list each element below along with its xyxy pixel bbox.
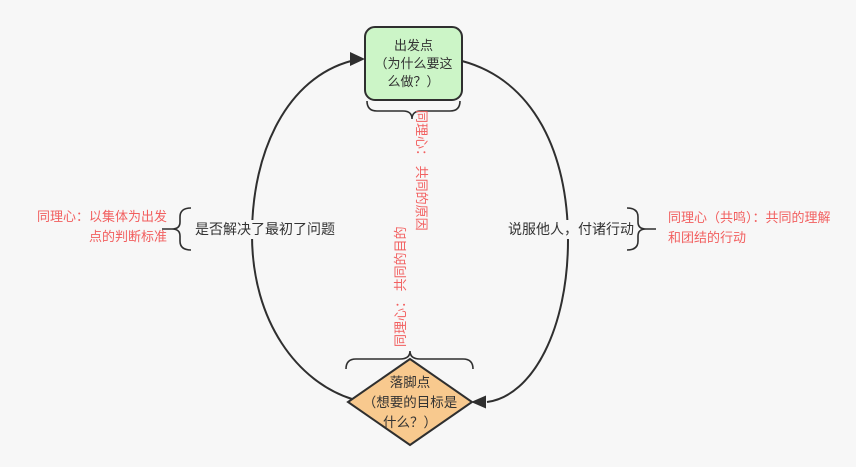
start-line-2: （为什么要这 (374, 55, 453, 71)
right-red-line-2: 和团结的行动 (668, 230, 747, 245)
arrowhead-into-goal-icon (471, 395, 486, 409)
goal-line-3: 什么？） (383, 415, 437, 430)
brace-right-label (626, 207, 656, 251)
goal-node-label: 落脚点 （想要的目标是 什么？） (346, 372, 474, 434)
start-line-3: 么做？） (387, 73, 440, 89)
top-vertical-line-1: 同理心： (414, 110, 429, 163)
right-edge-label: 说服他人，付诸行动 (506, 220, 636, 239)
left-red-annotation: 同理心：以集体为出发 点的判断标准 (29, 207, 167, 247)
bottom-vertical-line-2: 共同的目的 (393, 226, 408, 292)
arrowhead-into-start-icon (350, 52, 365, 66)
cycle-arc-right (461, 60, 570, 403)
left-red-line-2: 点的判断标准 (88, 229, 167, 244)
bottom-vertical-annotation: 同理心： 共同的目的 (391, 226, 429, 347)
left-red-line-1: 同理心：以集体为出发 (36, 209, 167, 224)
start-node-label: 出发点 （为什么要这 么做？） (365, 27, 462, 100)
left-edge-label: 是否解决了最初了问题 (193, 220, 337, 239)
start-node (364, 26, 463, 101)
goal-node (346, 357, 474, 447)
top-vertical-annotation: 同理心： 共同的原因 (393, 110, 431, 231)
goal-line-2: （想要的目标是 (362, 395, 458, 410)
top-vertical-line-2: 共同的原因 (414, 165, 429, 231)
brace-above-goal (345, 350, 474, 370)
right-red-line-1: 同理心（共鸣）：共同的理解 (668, 210, 831, 225)
bottom-vertical-line-1: 同理心： (393, 294, 408, 347)
brace-under-start (366, 100, 461, 120)
start-line-1: 出发点 (393, 37, 433, 53)
right-red-annotation: 同理心（共鸣）：共同的理解 和团结的行动 (668, 208, 831, 248)
brace-left-label (162, 207, 192, 251)
goal-line-1: 落脚点 (389, 375, 431, 390)
